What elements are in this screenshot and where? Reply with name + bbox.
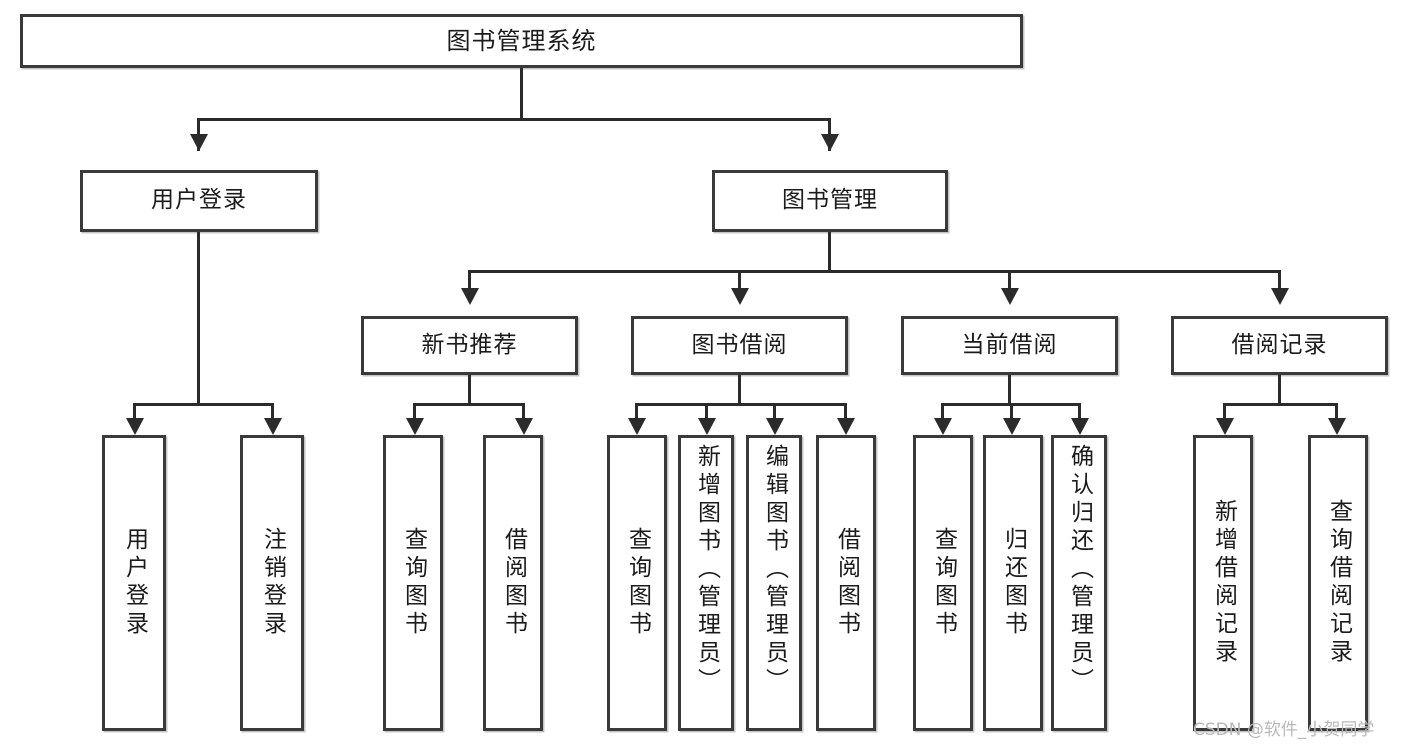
node-book-borrow-label: 图书借阅: [691, 331, 788, 358]
arrow-leaf-query-book-3: [934, 418, 952, 435]
connector-current-borrow-drop-1: [941, 403, 944, 425]
connector-to-borrow-record: [1278, 270, 1281, 297]
arrow-leaf-logout: [264, 418, 282, 435]
arrow-to-book-borrow: [731, 288, 749, 305]
connector-book-borrow-drop-3: [773, 403, 776, 425]
node-leaf-logout-label: 注销登录: [259, 527, 286, 639]
connector-new-book-recommend-drop-1: [413, 403, 416, 425]
node-leaf-borrow-book-2-label: 借阅图书: [833, 527, 860, 639]
connector-borrow-record-stem: [1278, 375, 1281, 405]
connector-current-borrow-drop-3: [1078, 403, 1081, 425]
connector-new-book-recommend-bus: [413, 403, 525, 406]
connector-to-current-borrow: [1008, 270, 1011, 297]
connector-user-login-stem: [197, 232, 200, 405]
connector-book-borrow-drop-4: [844, 403, 847, 425]
node-leaf-edit-book-label: 编辑图书（管理员）: [761, 444, 788, 696]
node-book-management[interactable]: 图书管理: [712, 170, 948, 232]
arrow-leaf-borrow-book-1: [515, 418, 533, 435]
connector-new-book-recommend-drop-2: [522, 403, 525, 425]
node-leaf-query-book-2-label: 查询图书: [624, 527, 651, 639]
connector-current-borrow-stem: [1008, 375, 1011, 405]
arrow-to-current-borrow: [1001, 288, 1019, 305]
arrow-leaf-user-login: [126, 418, 144, 435]
connector-book-borrow-stem: [738, 375, 741, 405]
node-leaf-query-book-2[interactable]: 查询图书: [607, 435, 667, 731]
node-borrow-record[interactable]: 借阅记录: [1171, 316, 1388, 375]
connector-user-login-drop-2: [271, 403, 274, 425]
arrow-leaf-edit-book: [766, 418, 784, 435]
node-leaf-query-book-3-label: 查询图书: [930, 527, 957, 639]
node-leaf-add-book-label: 新增图书（管理员）: [693, 444, 720, 696]
node-leaf-return-book[interactable]: 归还图书: [983, 435, 1043, 731]
node-current-borrow[interactable]: 当前借阅: [901, 316, 1118, 375]
connector-new-book-recommend-stem: [468, 375, 471, 405]
node-user-login[interactable]: 用户登录: [80, 170, 318, 232]
arrow-to-user-login: [190, 134, 208, 151]
node-leaf-add-book[interactable]: 新增图书（管理员）: [678, 435, 734, 731]
node-leaf-query-book-1-label: 查询图书: [400, 527, 427, 639]
node-book-borrow[interactable]: 图书借阅: [631, 316, 848, 375]
connector-to-new-book-recommend: [468, 270, 471, 297]
arrow-to-new-book-recommend: [461, 288, 479, 305]
node-leaf-add-record-label: 新增借阅记录: [1210, 499, 1237, 667]
node-leaf-confirm-return[interactable]: 确认归还（管理员）: [1051, 435, 1107, 731]
node-leaf-query-record[interactable]: 查询借阅记录: [1308, 435, 1368, 731]
node-user-login-label: 用户登录: [151, 187, 247, 214]
node-leaf-user-login[interactable]: 用户登录: [102, 435, 166, 731]
connector-book-borrow-drop-2: [705, 403, 708, 425]
arrow-to-borrow-record: [1271, 288, 1289, 305]
connector-level3-bus: [468, 270, 1281, 273]
arrow-leaf-query-record: [1328, 418, 1346, 435]
connector-current-borrow-drop-2: [1010, 403, 1013, 425]
connector-user-login-bus: [133, 403, 274, 406]
node-borrow-record-label: 借阅记录: [1231, 331, 1328, 358]
connector-borrow-record-drop-1: [1223, 403, 1226, 425]
node-leaf-user-login-label: 用户登录: [121, 527, 148, 639]
node-leaf-borrow-book-1[interactable]: 借阅图书: [483, 435, 543, 731]
connector-user-login-drop-1: [133, 403, 136, 425]
node-leaf-edit-book[interactable]: 编辑图书（管理员）: [746, 435, 802, 731]
watermark-text: CSDN @软件_小贺同学: [1193, 720, 1375, 740]
connector-to-book-borrow: [738, 270, 741, 297]
arrow-to-book-management: [821, 134, 839, 151]
connector-root-stem: [520, 68, 523, 120]
connector-borrow-record-drop-2: [1335, 403, 1338, 425]
node-leaf-add-record[interactable]: 新增借阅记录: [1193, 435, 1253, 731]
node-root-label: 图书管理系统: [446, 26, 597, 55]
node-leaf-query-book-1[interactable]: 查询图书: [383, 435, 443, 731]
arrow-leaf-borrow-book-2: [837, 418, 855, 435]
arrow-leaf-add-record: [1216, 418, 1234, 435]
arrow-leaf-return-book: [1003, 418, 1021, 435]
node-leaf-confirm-return-label: 确认归还（管理员）: [1066, 444, 1093, 696]
node-root[interactable]: 图书管理系统: [20, 14, 1023, 68]
node-leaf-query-record-label: 查询借阅记录: [1325, 499, 1352, 667]
arrow-leaf-query-book-2: [628, 418, 646, 435]
connector-book-management-stem: [828, 232, 831, 272]
connector-borrow-record-bus: [1223, 403, 1338, 406]
node-current-borrow-label: 当前借阅: [961, 331, 1058, 358]
arrow-leaf-confirm-return: [1071, 418, 1089, 435]
node-book-management-label: 图书管理: [782, 187, 878, 214]
arrow-leaf-add-book: [698, 418, 716, 435]
node-new-book-recommend[interactable]: 新书推荐: [361, 316, 578, 375]
node-leaf-borrow-book-1-label: 借阅图书: [500, 527, 527, 639]
arrow-leaf-query-book-1: [406, 418, 424, 435]
node-leaf-logout[interactable]: 注销登录: [240, 435, 304, 731]
connector-level2-bus: [197, 118, 831, 121]
connector-book-borrow-drop-1: [635, 403, 638, 425]
node-leaf-return-book-label: 归还图书: [1000, 527, 1027, 639]
node-new-book-recommend-label: 新书推荐: [421, 331, 518, 358]
connector-book-borrow-bus: [635, 403, 847, 406]
node-leaf-query-book-3[interactable]: 查询图书: [913, 435, 973, 731]
node-leaf-borrow-book-2[interactable]: 借阅图书: [816, 435, 876, 731]
